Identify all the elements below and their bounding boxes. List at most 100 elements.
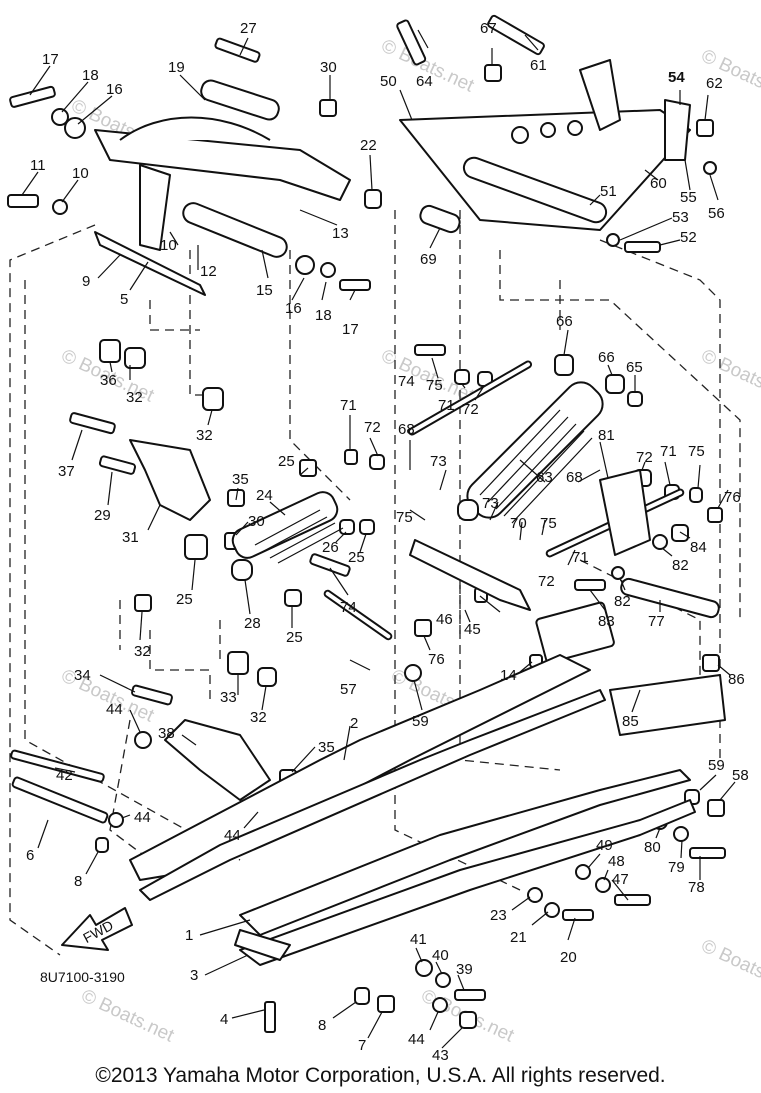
front-arm-assembly xyxy=(94,79,351,411)
callout-43: 43 xyxy=(432,1047,449,1060)
callout-71: 71 xyxy=(660,443,677,460)
front-shock xyxy=(231,491,344,581)
callout-75: 75 xyxy=(396,509,413,526)
callout-66: 66 xyxy=(598,349,615,366)
callout-52: 52 xyxy=(680,229,697,246)
callout-58: 58 xyxy=(732,767,749,784)
callout-51: 51 xyxy=(600,183,617,200)
callout-17: 17 xyxy=(42,51,59,68)
callout-83: 83 xyxy=(598,613,615,630)
callout-6: 6 xyxy=(26,847,34,864)
callout-32: 32 xyxy=(196,427,213,444)
callout-36: 36 xyxy=(100,372,117,389)
callout-37: 37 xyxy=(58,463,75,480)
callout-72: 72 xyxy=(364,419,381,436)
watermark: © Boats.net xyxy=(78,985,178,1046)
callout-17: 17 xyxy=(342,321,359,338)
callout-22: 22 xyxy=(360,137,377,154)
callout-76: 76 xyxy=(428,651,445,668)
callout-18: 18 xyxy=(315,307,332,324)
watermark: © Boats.net xyxy=(698,345,761,406)
callout-10: 10 xyxy=(72,165,89,182)
callout-78: 78 xyxy=(688,879,705,896)
callout-74: 74 xyxy=(340,599,357,616)
callout-19: 19 xyxy=(168,59,185,76)
drawing-code: 8U7100-3190 xyxy=(40,969,125,985)
callout-32: 32 xyxy=(134,643,151,660)
callout-73: 73 xyxy=(482,495,499,512)
callout-29: 29 xyxy=(94,507,111,524)
callout-62: 62 xyxy=(706,75,723,92)
callout-84: 84 xyxy=(690,539,707,556)
callout-48: 48 xyxy=(608,853,625,870)
callout-10: 10 xyxy=(160,237,177,254)
callout-72: 72 xyxy=(636,449,653,466)
callout-44: 44 xyxy=(106,701,123,718)
callout-77: 77 xyxy=(648,613,665,630)
callout-5: 5 xyxy=(120,291,128,308)
callout-44: 44 xyxy=(224,827,241,844)
callout-28: 28 xyxy=(244,615,261,632)
callout-82: 82 xyxy=(672,557,689,574)
callout-25: 25 xyxy=(286,629,303,646)
callout-30: 30 xyxy=(320,59,337,76)
callout-32: 32 xyxy=(250,709,267,726)
callout-numbers: 17 18 16 19 27 30 22 11 10 10 12 13 15 1… xyxy=(26,20,749,1060)
callout-81: 81 xyxy=(598,427,615,444)
callout-75: 75 xyxy=(426,377,443,394)
callout-75: 75 xyxy=(540,515,557,532)
callout-55: 55 xyxy=(680,189,697,206)
callout-68: 68 xyxy=(398,421,415,438)
callout-71: 71 xyxy=(572,549,589,566)
slide-rails xyxy=(129,654,726,966)
callout-70: 70 xyxy=(510,515,527,532)
fwd-arrow: FWD xyxy=(61,907,133,951)
callout-60: 60 xyxy=(650,175,667,192)
callout-9: 9 xyxy=(82,273,90,290)
callout-72: 72 xyxy=(538,573,555,590)
callout-79: 79 xyxy=(668,859,685,876)
callout-35: 35 xyxy=(232,471,249,488)
callout-20: 20 xyxy=(560,949,577,966)
callout-75: 75 xyxy=(688,443,705,460)
callout-65: 65 xyxy=(626,359,643,376)
callout-25: 25 xyxy=(278,453,295,470)
callout-30: 30 xyxy=(248,513,265,530)
parts-diagram: © Boats.net © Boats.net © Boats.net © Bo… xyxy=(7,14,761,1060)
callout-8: 8 xyxy=(74,873,82,890)
callout-15: 15 xyxy=(256,282,273,299)
callout-3: 3 xyxy=(190,967,198,984)
rear-arm-assembly xyxy=(399,59,691,234)
callout-61: 61 xyxy=(530,57,547,74)
watermark: © Boats.net xyxy=(698,935,761,996)
callout-32: 32 xyxy=(126,389,143,406)
callout-31: 31 xyxy=(122,529,139,546)
callout-57: 57 xyxy=(340,681,357,698)
callout-82: 82 xyxy=(614,593,631,610)
callout-71: 71 xyxy=(438,397,455,414)
callout-34: 34 xyxy=(74,667,91,684)
callout-67: 67 xyxy=(480,20,497,37)
callout-23: 23 xyxy=(490,907,507,924)
callout-41: 41 xyxy=(410,931,427,948)
callout-12: 12 xyxy=(200,263,217,280)
callout-35: 35 xyxy=(318,739,335,756)
callout-47: 47 xyxy=(612,871,629,888)
callout-85: 85 xyxy=(622,713,639,730)
callout-71: 71 xyxy=(340,397,357,414)
callout-74: 74 xyxy=(398,373,415,390)
callout-50: 50 xyxy=(380,73,397,90)
callout-2: 2 xyxy=(350,715,358,732)
rear-shock xyxy=(457,381,604,524)
callout-7: 7 xyxy=(358,1037,366,1054)
callout-25: 25 xyxy=(176,591,193,608)
callout-86: 86 xyxy=(728,671,745,688)
callout-59: 59 xyxy=(708,757,725,774)
callout-66: 66 xyxy=(556,313,573,330)
callout-44: 44 xyxy=(134,809,151,826)
callout-46: 46 xyxy=(436,611,453,628)
callout-53: 53 xyxy=(672,209,689,226)
callout-64: 64 xyxy=(416,73,433,90)
callout-33: 33 xyxy=(220,689,237,706)
callout-44: 44 xyxy=(408,1031,425,1048)
